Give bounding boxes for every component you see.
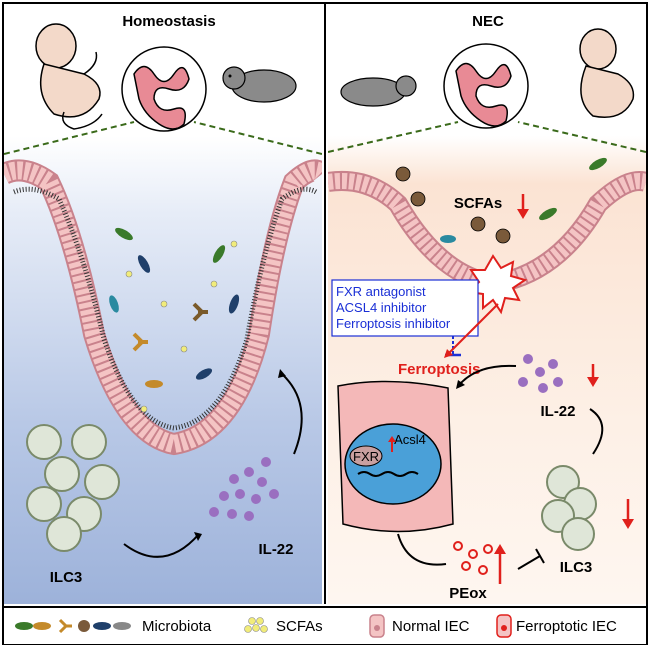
ilc3-label: ILC3 [560, 559, 593, 576]
intestine-icon [121, 46, 207, 132]
il22-label: IL-22 [258, 541, 293, 558]
ferroptosis-arrow [447, 303, 499, 355]
nec-title: NEC [472, 13, 504, 30]
microbiota-cluster [109, 227, 240, 413]
inhibitor-3: Ferroptosis inhibitor [336, 316, 451, 331]
homeostasis-title: Homeostasis [122, 13, 215, 30]
ferroptotic-iec-cell [337, 380, 454, 533]
ilc3-to-il22-arrow [589, 408, 604, 455]
peox-dots [453, 541, 493, 575]
ferroptotic-iec-legend-label: Ferroptotic IEC [516, 618, 617, 635]
ilc3-cells [541, 465, 597, 551]
ilc3-cells [26, 424, 120, 552]
microbiota-legend-icon [15, 618, 131, 634]
iec-to-peox-arrow [397, 533, 447, 566]
legend-graphic: Microbiota SCFAs Normal IEC Ferroptotic … [15, 614, 617, 638]
inhibitor-2: ACSL4 inhibitor [336, 300, 427, 315]
legend: Microbiota SCFAs Normal IEC Ferroptotic … [4, 606, 646, 644]
crypt-epithelium [4, 159, 322, 456]
il22-dots [209, 457, 279, 521]
microbiota-legend-label: Microbiota [142, 618, 212, 635]
zoom-line-left [328, 121, 459, 153]
zoom-line-left [4, 121, 135, 155]
ferroptosis-label: Ferroptosis [398, 361, 481, 378]
scfas-legend-icon [244, 617, 268, 633]
mouse-icon [222, 66, 297, 103]
inhibitor-1: FXR antagonist [336, 284, 426, 299]
zoom-line-right [517, 121, 646, 153]
normal-iec-legend-icon [369, 614, 385, 638]
ilc3-to-il22-arrow [123, 533, 200, 558]
homeostasis-panel: Homeostasis [4, 4, 322, 604]
intestine-icon [443, 43, 529, 129]
inhibitor-box [331, 279, 479, 337]
mouse-icon [340, 75, 417, 107]
ilc3-label: ILC3 [50, 569, 83, 586]
microbiota-cluster [395, 157, 607, 244]
il22-dots [518, 354, 563, 393]
normal-iec-legend-label: Normal IEC [392, 618, 470, 635]
il22-to-crypt-arrow [281, 373, 303, 455]
il22-label: IL-22 [540, 403, 575, 420]
ilc3-inhibition-line [517, 555, 541, 570]
infant-icon [579, 28, 635, 118]
scfas-label: SCFAs [454, 195, 502, 212]
nec-panel: NEC [328, 4, 646, 604]
ferroptotic-iec-legend-icon [496, 614, 512, 638]
damage-burst-icon [466, 254, 528, 315]
homeostasis-illustration: Homeostasis [4, 13, 322, 586]
nec-illustration: NEC [328, 13, 646, 602]
il22-to-iec-arrow [459, 364, 517, 385]
peox-label: PEox [449, 585, 487, 602]
acsl4-label: Acsl4 [394, 432, 426, 447]
scfas-legend-label: SCFAs [276, 618, 323, 635]
fxr-label: FXR [353, 449, 379, 464]
zoom-line-right [193, 121, 322, 155]
panel-divider [324, 4, 326, 604]
infant-icon [35, 23, 103, 130]
